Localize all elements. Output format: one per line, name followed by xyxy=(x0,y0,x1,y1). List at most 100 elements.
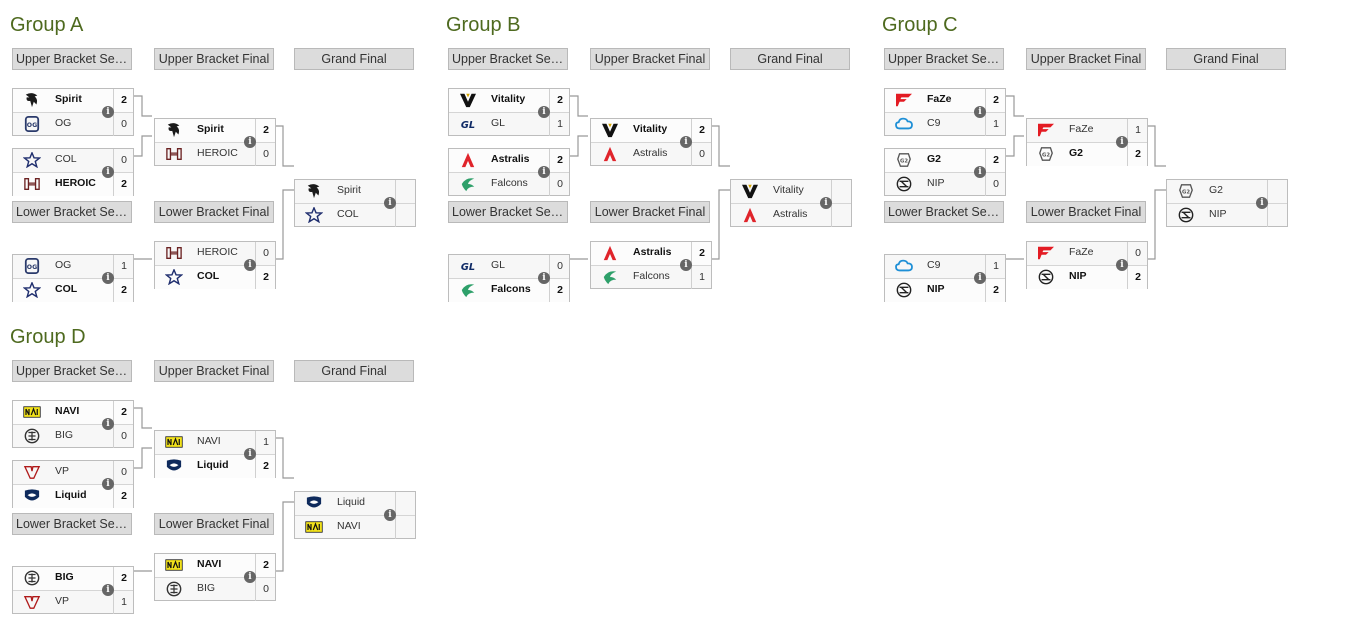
match-info-icon[interactable]: i xyxy=(538,166,550,178)
match-info-icon[interactable]: i xyxy=(102,106,114,118)
match-info-icon[interactable]: i xyxy=(384,197,396,209)
match-info-icon[interactable]: i xyxy=(974,166,986,178)
team-score: 2 xyxy=(985,149,1006,172)
match-info-icon[interactable]: i xyxy=(244,259,256,271)
team-name: NIP xyxy=(927,283,945,295)
falcons-logo xyxy=(459,282,477,298)
group-bracket-group-c: Group C Upper Bracket Semifinals Upper B… xyxy=(882,14,1302,314)
team-row[interactable]: Astralis xyxy=(731,204,851,227)
team-row[interactable]: Spirit xyxy=(295,180,415,204)
team-row[interactable]: NAVI 2 xyxy=(155,554,275,578)
vp-logo xyxy=(23,594,41,610)
team-row[interactable]: NIP xyxy=(1167,204,1287,227)
team-score: 0 xyxy=(255,578,276,601)
match-info-icon[interactable]: i xyxy=(102,166,114,178)
big-logo xyxy=(23,570,41,586)
g2-logo: G2 xyxy=(895,152,913,168)
match-info-icon[interactable]: i xyxy=(102,272,114,284)
match-info-icon[interactable]: i xyxy=(244,136,256,148)
match-info-icon[interactable]: i xyxy=(102,584,114,596)
match-info-icon[interactable]: i xyxy=(1116,259,1128,271)
team-score: 0 xyxy=(113,149,134,172)
astralis-logo xyxy=(601,245,619,261)
match-info-icon[interactable]: i xyxy=(102,418,114,430)
match-info-icon[interactable]: i xyxy=(384,509,396,521)
match-info-icon[interactable]: i xyxy=(1256,197,1268,209)
vitality-logo xyxy=(741,183,759,199)
team-name: NAVI xyxy=(197,558,222,570)
team-score: 1 xyxy=(985,255,1006,278)
header-lower-bracket-final: Lower Bracket Final xyxy=(154,201,274,223)
team-row[interactable]: Liquid xyxy=(295,492,415,516)
team-name: NAVI xyxy=(337,520,361,532)
match-info-icon[interactable]: i xyxy=(244,448,256,460)
match-info-icon[interactable]: i xyxy=(974,106,986,118)
match-info-icon[interactable]: i xyxy=(244,571,256,583)
team-name: COL xyxy=(337,208,359,220)
match-info-icon[interactable]: i xyxy=(680,136,692,148)
match-info-icon[interactable]: i xyxy=(538,106,550,118)
match-info-icon[interactable]: i xyxy=(974,272,986,284)
match-info-icon[interactable]: i xyxy=(102,478,114,490)
match-info-icon[interactable]: i xyxy=(538,272,550,284)
match-info-icon[interactable]: i xyxy=(1116,136,1128,148)
team-name: Spirit xyxy=(197,123,224,135)
team-score: 0 xyxy=(255,242,276,265)
team-score: 1 xyxy=(113,591,134,614)
team-row[interactable]: COL xyxy=(295,204,415,227)
match-info-icon[interactable]: i xyxy=(680,259,692,271)
match-info-icon[interactable]: i xyxy=(820,197,832,209)
team-score: 2 xyxy=(255,554,276,577)
group-title: Group A xyxy=(10,14,84,36)
header-upper-bracket-final: Upper Bracket Final xyxy=(154,48,274,70)
team-score: 0 xyxy=(691,143,712,166)
header-grand-final: Grand Final xyxy=(294,360,414,382)
team-row[interactable]: Vitality xyxy=(731,180,851,204)
team-name: G2 xyxy=(1209,184,1224,196)
team-row[interactable]: NAVI xyxy=(295,516,415,539)
